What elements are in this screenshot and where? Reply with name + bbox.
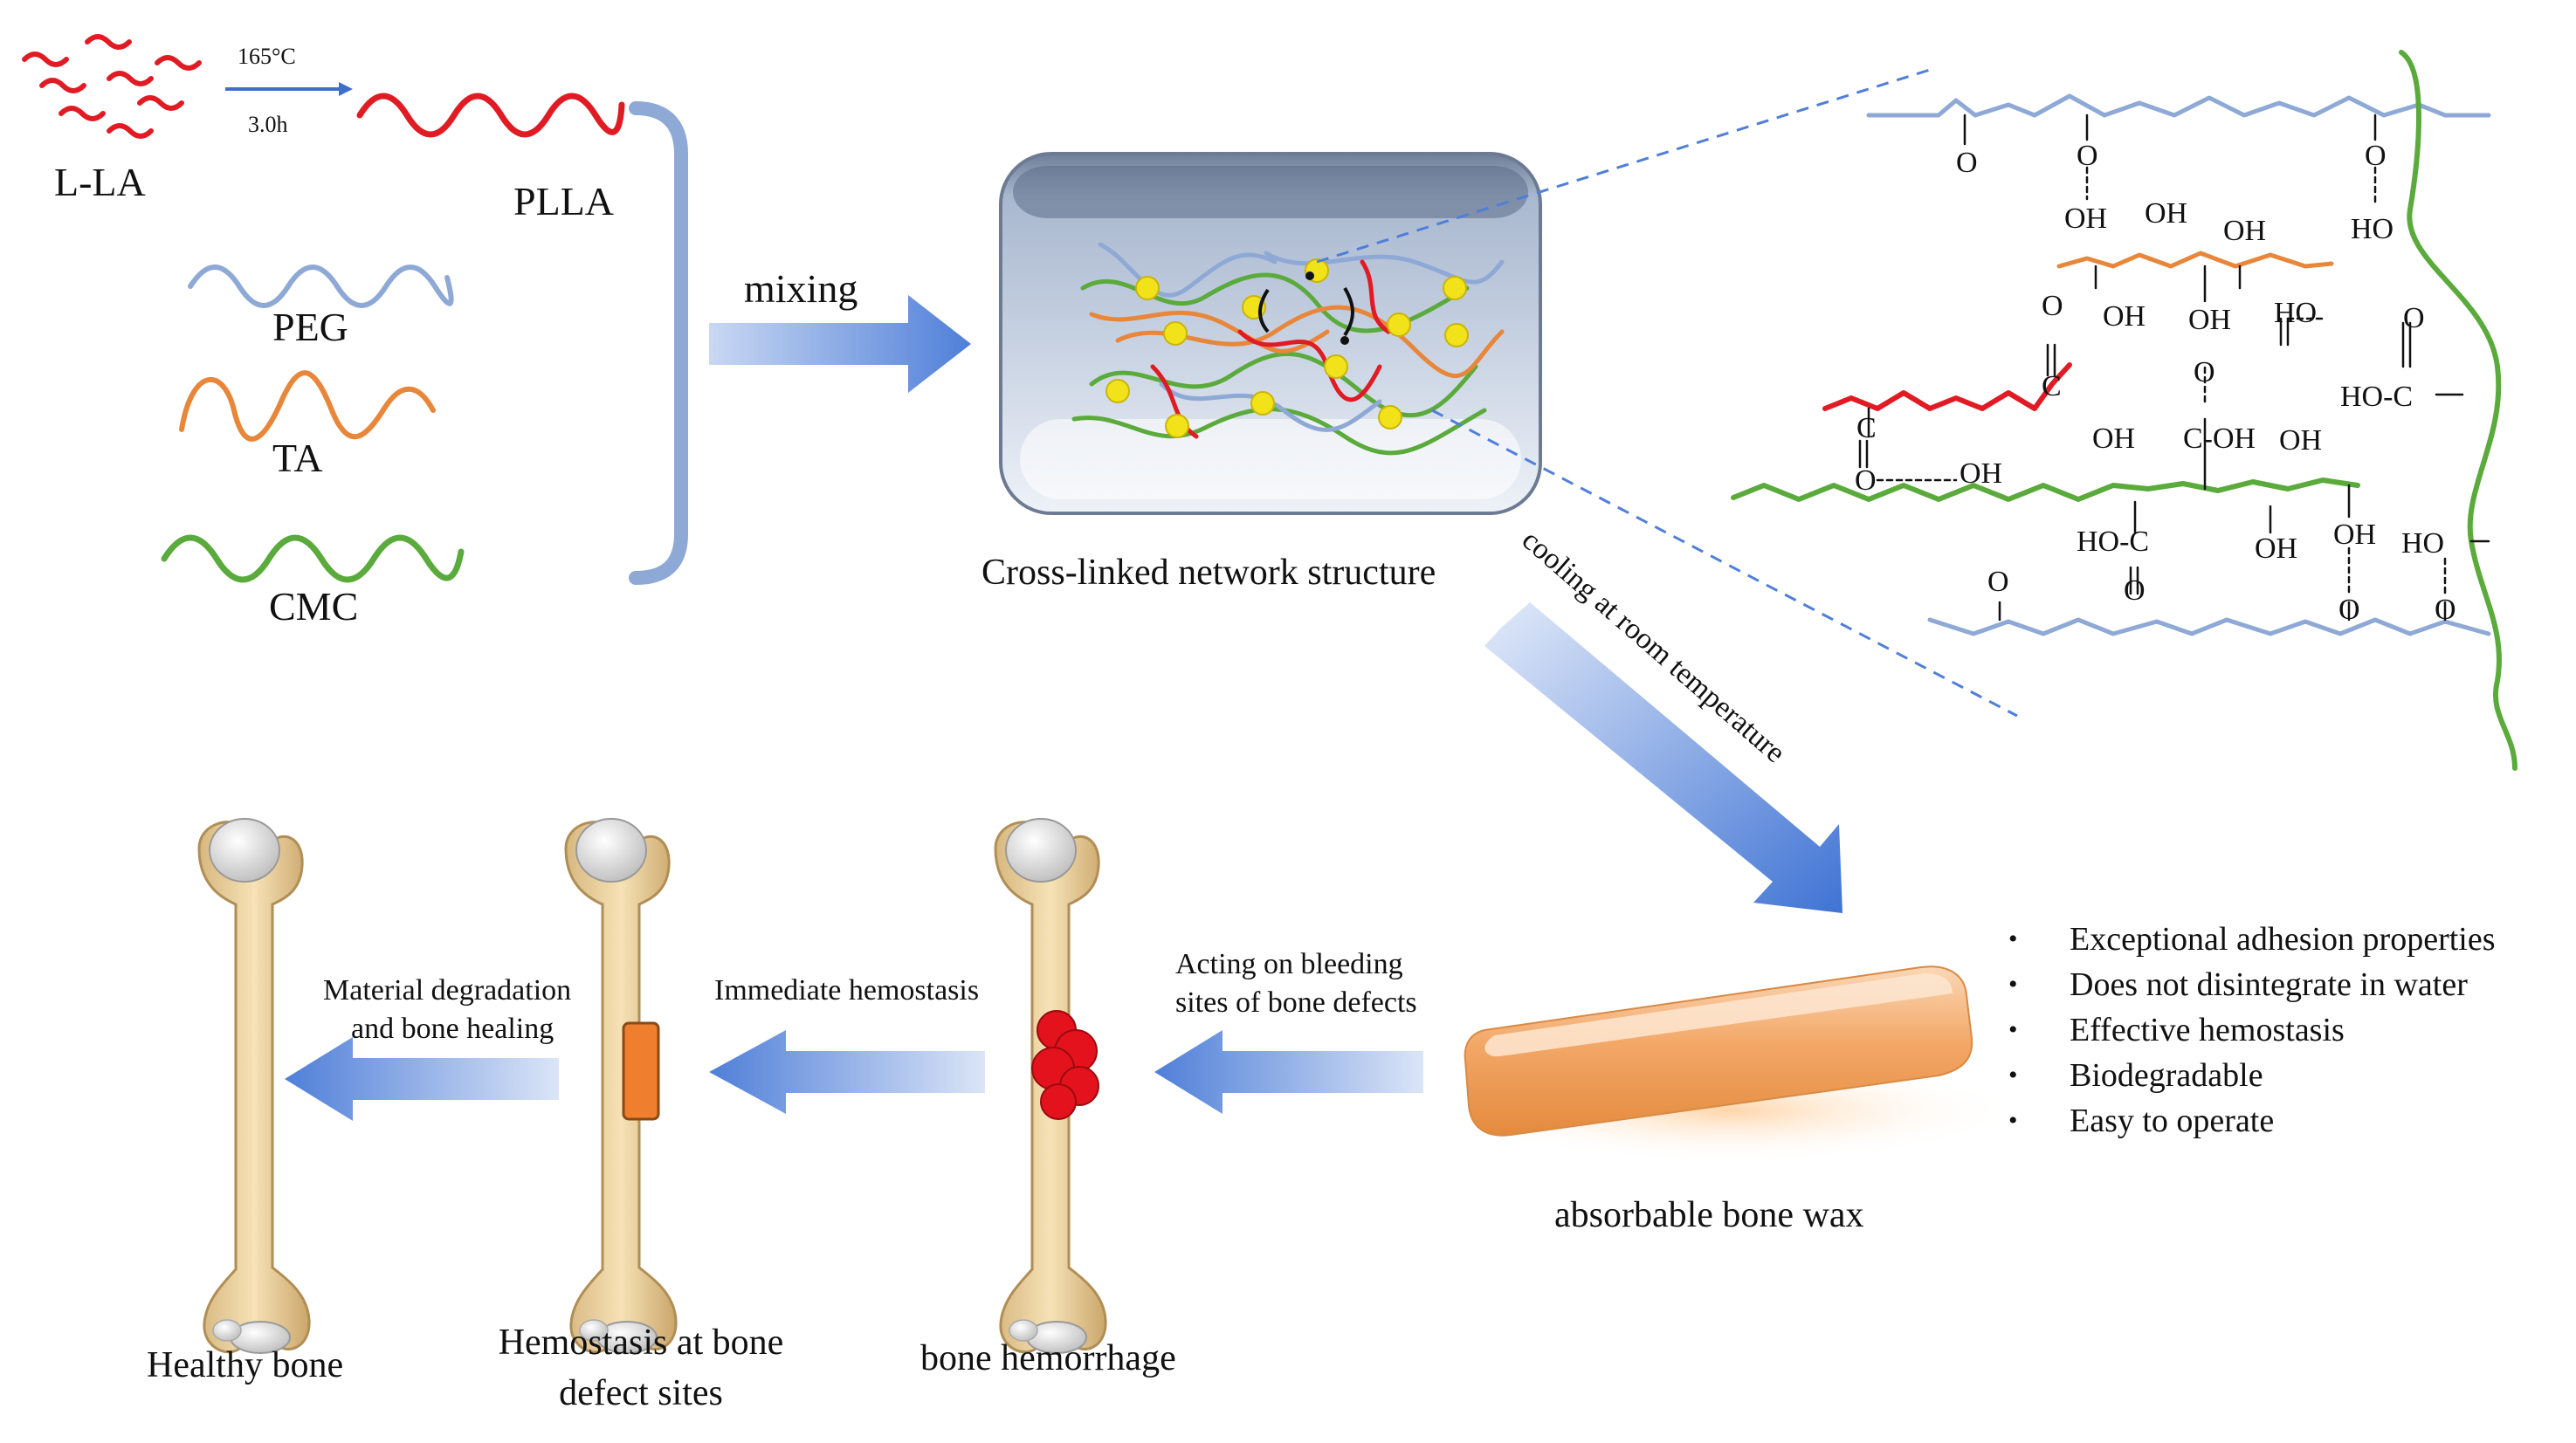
- peg-label: PEG: [272, 305, 348, 349]
- mixing-label: mixing: [744, 266, 858, 311]
- lla-monomers-icon: [22, 34, 202, 139]
- hemorrhage-bone-graphic: [994, 817, 1107, 1355]
- healthy-bone-label: Healthy bone: [147, 1345, 344, 1385]
- chem-label: HO-C: [2340, 381, 2414, 413]
- time-label: 3.0h: [248, 112, 288, 137]
- chem-label: HO: [2401, 527, 2445, 560]
- chem-label: O: [1956, 147, 1978, 179]
- chem-label: HO-C: [2077, 526, 2150, 558]
- cooling-arrow: [1484, 602, 1842, 913]
- immediate-caption: Immediate hemostasis: [714, 974, 980, 1007]
- chem-label: OH: [2092, 423, 2136, 455]
- property-list: Exceptional adhesion properties Does not…: [2008, 917, 2496, 1144]
- chemical-structure: [1731, 50, 2517, 771]
- temperature-label: 165°C: [238, 44, 296, 69]
- chem-label: HO: [2274, 297, 2318, 329]
- property-item: Easy to operate: [2008, 1098, 2496, 1144]
- acting-caption-line2: sites of bone defects: [1175, 986, 1417, 1019]
- ta-label: TA: [272, 436, 323, 480]
- acting-caption-line1: Acting on bleeding: [1175, 948, 1403, 980]
- degradation-caption-line1: Material degradation: [323, 974, 572, 1007]
- ta-chain-icon: [179, 370, 436, 442]
- property-item: Biodegradable: [2008, 1053, 2496, 1098]
- immediate-arrow: [709, 1030, 985, 1114]
- chem-label: O: [2338, 594, 2360, 626]
- property-item: Exceptional adhesion properties: [2008, 917, 2496, 962]
- chem-label: OH: [2103, 300, 2146, 333]
- chem-label: C: [1856, 412, 1877, 444]
- network-label: Cross-linked network structure: [981, 553, 1436, 593]
- grouping-bracket: [629, 101, 688, 585]
- defect-bone-label-line1: Hemostasis at bone: [498, 1323, 784, 1363]
- plla-label: PLLA: [513, 179, 614, 223]
- cmc-label: CMC: [269, 584, 359, 629]
- chem-label: OH: [2223, 215, 2267, 247]
- cmc-chain-icon: [161, 534, 465, 583]
- bone-wax-label: absorbable bone wax: [1554, 1195, 1864, 1235]
- chem-label: C-OH: [2183, 423, 2256, 455]
- lla-label: L-LA: [54, 160, 146, 204]
- zoom-dashed-lines: [1316, 68, 2018, 718]
- property-item: Effective hemostasis: [2008, 1007, 2496, 1053]
- hemorrhage-bone-label: bone hemorrhage: [920, 1338, 1176, 1378]
- chem-label: OH: [2333, 519, 2377, 551]
- healthy-bone-graphic: [197, 817, 311, 1355]
- chem-label: OH: [1960, 457, 2003, 490]
- chem-label: HO: [2351, 213, 2394, 245]
- chem-label: O: [2435, 594, 2456, 626]
- plla-chain-icon: [356, 93, 625, 138]
- chem-label: O: [1855, 464, 1877, 497]
- chem-label: O: [2042, 290, 2063, 322]
- chem-label: O: [1987, 566, 2009, 598]
- chem-label: O: [2077, 140, 2098, 172]
- network-box-graphic: [999, 152, 1542, 515]
- degradation-arrow: [285, 1037, 559, 1121]
- chem-label: O: [2403, 302, 2425, 334]
- chem-label: C: [2042, 370, 2062, 402]
- acting-arrow: [1154, 1030, 1423, 1114]
- property-item: Does not disintegrate in water: [2008, 962, 2496, 1007]
- polymerization-arrow-icon: [225, 82, 353, 96]
- chem-label: OH: [2145, 197, 2188, 230]
- chem-label: OH: [2064, 203, 2108, 235]
- chem-label: OH: [2255, 533, 2298, 565]
- mixing-arrow: [709, 295, 971, 393]
- chem-label: O: [2124, 574, 2146, 607]
- defect-bone-label-line2: defect sites: [559, 1373, 723, 1413]
- peg-chain-icon: [188, 265, 454, 308]
- chem-label: OH: [2188, 304, 2232, 336]
- degradation-caption-line2: and bone healing: [351, 1013, 554, 1045]
- chem-label: O: [2194, 356, 2215, 388]
- bone-wax-graphic: [1464, 965, 1973, 1137]
- chem-label: O: [2365, 140, 2387, 172]
- defect-bone-graphic: [564, 817, 678, 1355]
- chem-label: OH: [2279, 424, 2323, 457]
